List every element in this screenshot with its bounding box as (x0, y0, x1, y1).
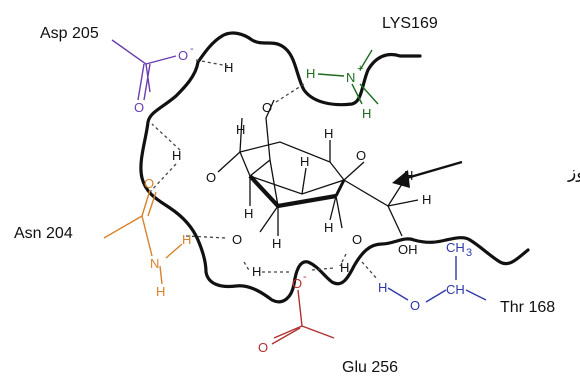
lys169-hydrogen-2: H (362, 106, 371, 121)
thr168-ch3: CH (446, 240, 465, 255)
asn204-oxygen: O (144, 176, 154, 191)
label-thr168: Thr 168 (500, 299, 555, 316)
atom-H: H (404, 168, 413, 183)
hydrogen-bonds (149, 59, 379, 281)
asn204-hydrogen: H (182, 232, 191, 247)
label-glu256: Glu 256 (342, 359, 398, 376)
atom-O: O (262, 100, 272, 115)
glu256-residue (271, 289, 335, 345)
asp205-charge: - (190, 43, 194, 55)
atom-OH: OH (398, 242, 418, 257)
atom-H: H (422, 192, 431, 207)
lys169-charge: + (357, 63, 363, 75)
asp205-oxygen-2: O (134, 100, 144, 115)
atom-H: H (300, 154, 309, 169)
atom-H: H (224, 60, 233, 75)
thr168-residue (387, 256, 487, 303)
pointer-arrow (392, 160, 463, 188)
asn204-hydrogen-2: H (156, 284, 165, 299)
asn204-residue (103, 189, 183, 285)
atom-H: H (324, 126, 333, 141)
asp205-residue (111, 39, 177, 101)
binding-pocket-outline (139, 31, 530, 304)
atom-O: O (352, 232, 362, 247)
lys169-hydrogen: H (306, 66, 315, 81)
atom-H: H (272, 236, 281, 251)
label-asn204: Asn 204 (14, 225, 73, 242)
label-asp205: Asp 205 (40, 25, 99, 42)
thr168-hydrogen: H (378, 280, 387, 295)
label-glucose-molecule: جزيئة الغلوكوز (567, 163, 580, 183)
atom-H: H (340, 260, 349, 275)
atom-O-ring: O (356, 148, 366, 163)
atom-H: H (252, 264, 261, 279)
lys169-residue (317, 49, 379, 105)
glu256-charge: - (303, 271, 307, 283)
atom-H: H (236, 122, 245, 137)
glucose-atom-labels: H O H O H H O H H H H O O H H H H OH (172, 60, 431, 279)
atom-O: O (232, 232, 242, 247)
thr168-ch: CH (446, 282, 465, 297)
atom-O: O (206, 170, 216, 185)
glucose-molecule (217, 99, 419, 237)
asp205-oxygen: O (178, 48, 188, 63)
label-lys169: LYS169 (382, 15, 438, 32)
thr168-subscript-3: 3 (466, 247, 472, 259)
atom-H: H (172, 148, 181, 163)
thr168-oxygen: O (410, 298, 420, 313)
glu256-oxygen: O (292, 276, 302, 291)
asn204-nitrogen: N (150, 256, 159, 271)
atom-H: H (244, 206, 253, 221)
glu256-oxygen-2: O (258, 340, 268, 355)
lys169-nitrogen: N (346, 70, 355, 85)
atom-H: H (324, 220, 333, 235)
